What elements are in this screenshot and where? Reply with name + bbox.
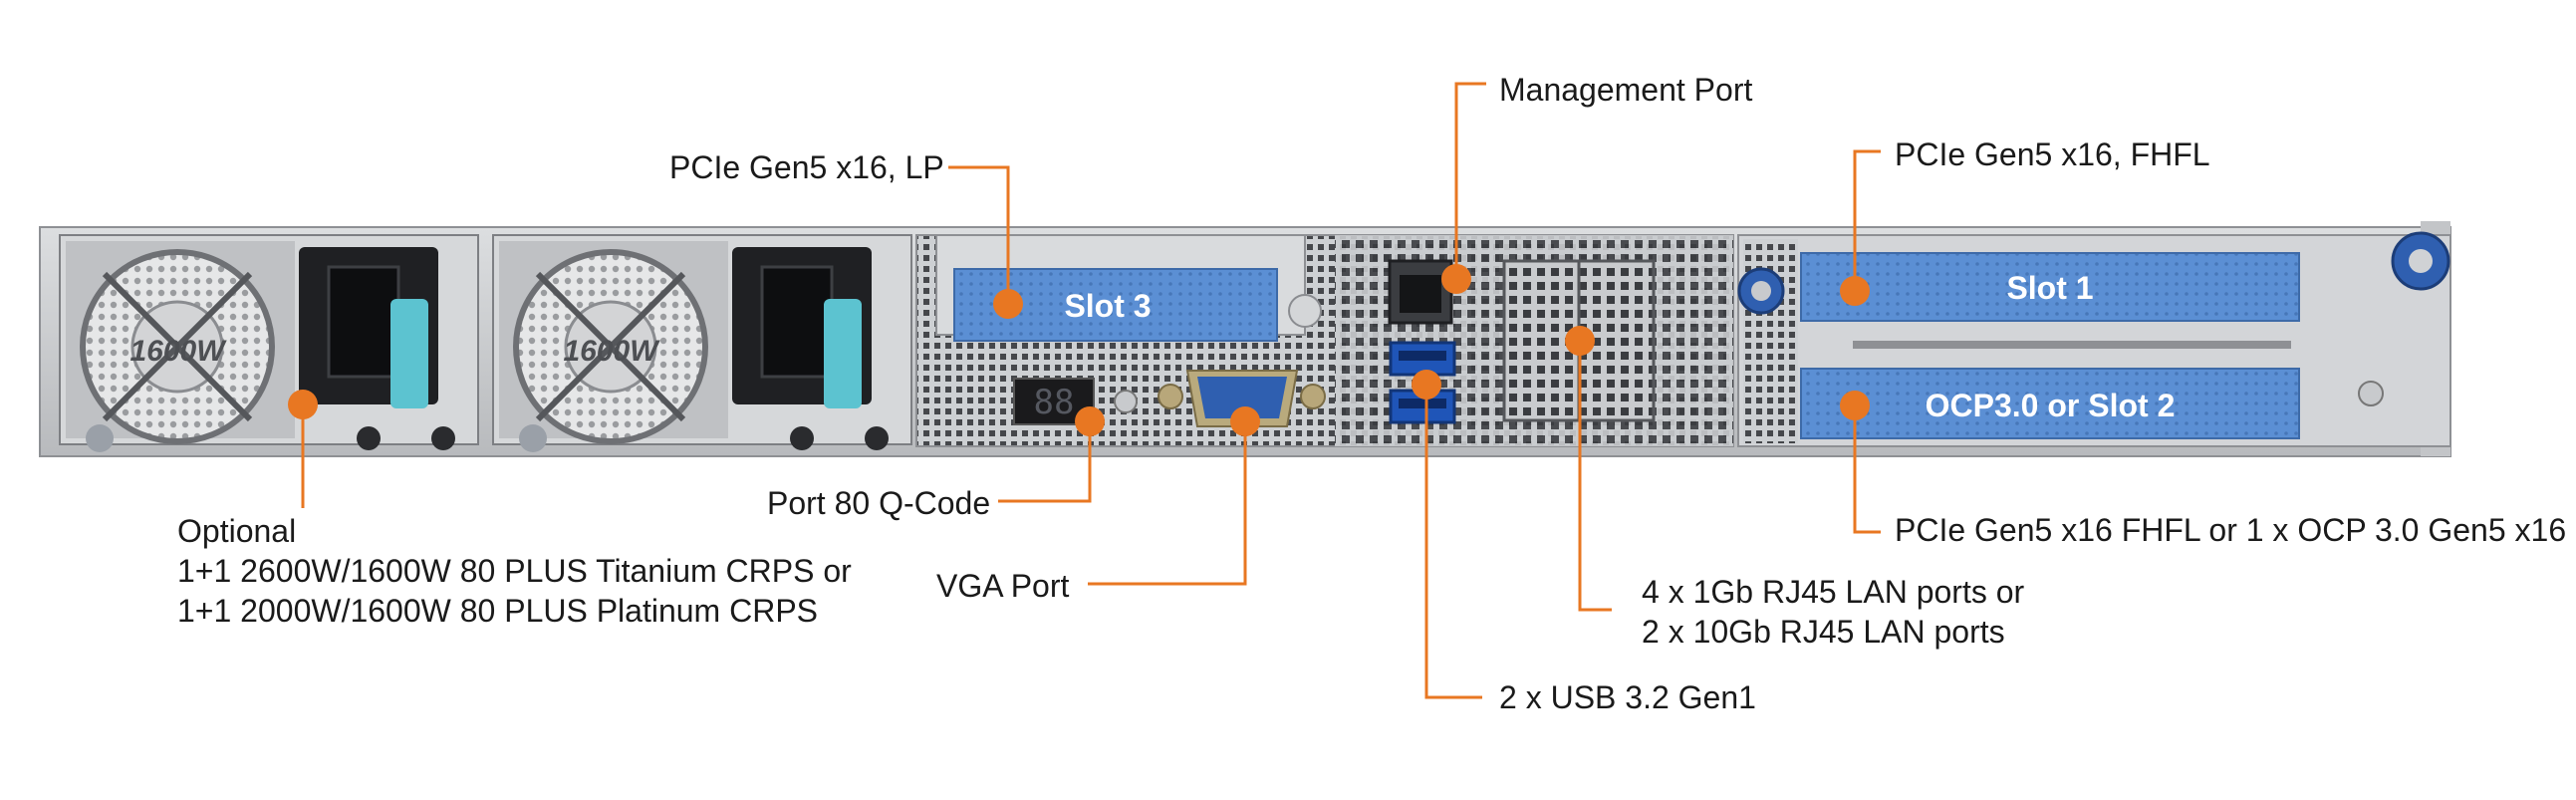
qcode-digits: 88 — [1034, 383, 1075, 422]
slot-1-label: Slot 1 — [2006, 270, 2093, 306]
lan-label-line1: 4 x 1Gb RJ45 LAN ports or — [1642, 574, 2025, 610]
pcie-fhfl-callout-line — [1853, 149, 1881, 291]
psu-2: 1600W — [492, 234, 912, 452]
psu-1-power-inlet — [327, 265, 400, 379]
usb-callout-line — [1424, 385, 1482, 699]
psu-dot — [288, 390, 318, 419]
vga-callout-line — [1088, 421, 1247, 586]
psu-label-line1: Optional — [177, 513, 297, 549]
slot-3-label: Slot 3 — [1064, 288, 1151, 324]
port80-label: Port 80 Q-Code — [767, 485, 991, 521]
vga-dot — [1230, 406, 1260, 436]
ocp-callout-line — [1853, 405, 1881, 534]
slot-1-card[interactable] — [1800, 252, 2300, 322]
pcie-ocp-label: PCIe Gen5 x16 FHFL or 1 x OCP 3.0 Gen5 x… — [1895, 512, 2567, 548]
lan-callout-line — [1578, 341, 1612, 612]
pcie-lp-callout-line — [948, 165, 1010, 304]
callout-lines — [301, 82, 1881, 699]
lan-dot — [1565, 326, 1595, 356]
mgmt-dot — [1441, 264, 1471, 294]
psu-1-release-handle[interactable] — [390, 299, 428, 408]
psu-1: 1600W — [59, 234, 479, 452]
psu-label-line2: 1+1 2600W/1600W 80 PLUS Titanium CRPS or — [177, 553, 852, 589]
slot-2-card[interactable] — [1800, 368, 2300, 439]
management-port-label: Management Port — [1499, 72, 1753, 108]
vga-port-label: VGA Port — [936, 568, 1070, 604]
callout-dots — [288, 264, 1870, 436]
usb-label: 2 x USB 3.2 Gen1 — [1499, 679, 1756, 715]
vga-port[interactable] — [1158, 370, 1326, 427]
usb-dot — [1412, 370, 1441, 400]
psu-label-line3: 1+1 2000W/1600W 80 PLUS Platinum CRPS — [177, 593, 818, 629]
pcie-lp-label: PCIe Gen5 x16, LP — [669, 149, 944, 185]
mgmt-callout-line — [1454, 82, 1486, 279]
slot3-dot — [993, 289, 1023, 319]
pcie-fhfl-label: PCIe Gen5 x16, FHFL — [1895, 136, 2210, 172]
port80-callout-line — [998, 421, 1092, 503]
slot-2-label: OCP3.0 or Slot 2 — [1926, 388, 2176, 423]
lan-label-line2: 2 x 10Gb RJ45 LAN ports — [1642, 614, 2005, 650]
port80-dot — [1075, 406, 1105, 436]
psu-2-power-inlet — [760, 265, 834, 379]
psu-2-rating: 1600W — [563, 335, 660, 368]
psu-1-rating: 1600W — [129, 335, 227, 368]
slot1-dot — [1840, 276, 1870, 306]
slot2-dot — [1840, 391, 1870, 420]
psu-2-release-handle[interactable] — [824, 299, 862, 408]
